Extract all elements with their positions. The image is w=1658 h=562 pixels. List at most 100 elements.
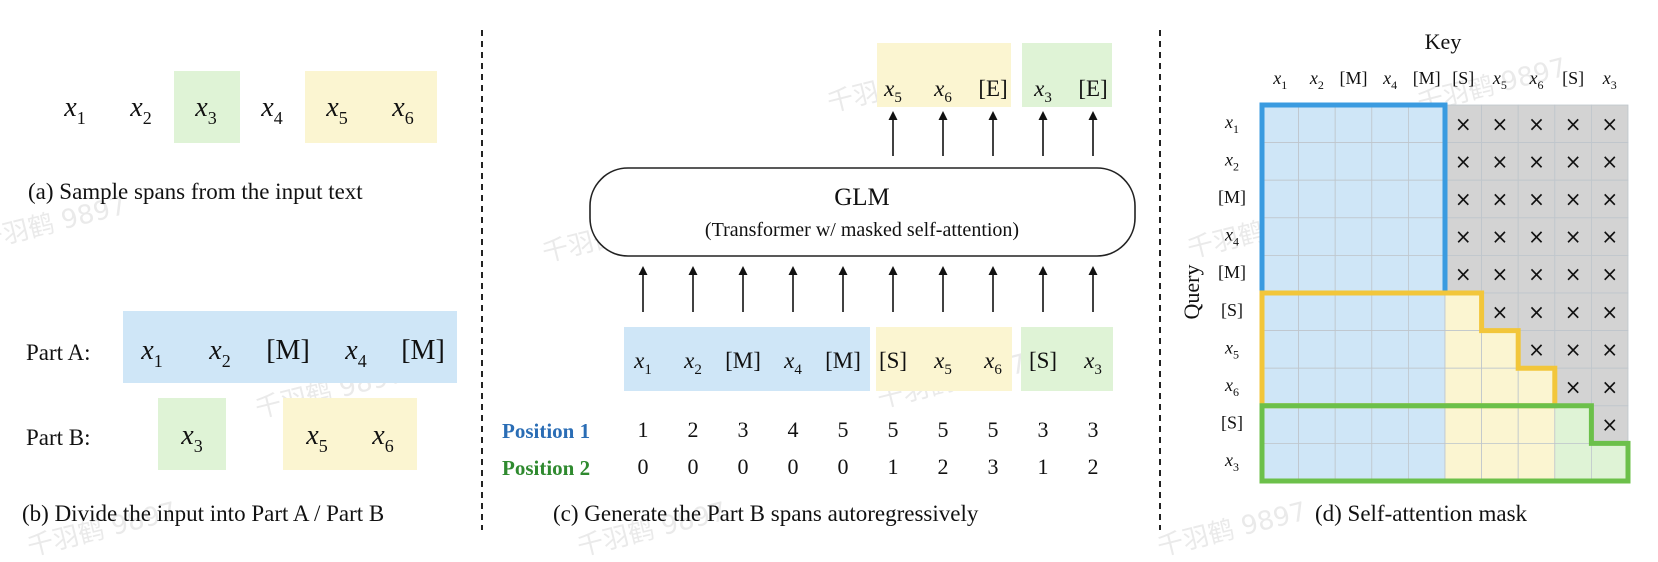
query-token-base: x <box>1224 149 1233 169</box>
mask-cell <box>1298 330 1336 369</box>
query-token-sub: 3 <box>1233 460 1239 474</box>
mask-cross: × <box>1455 225 1472 249</box>
input-token: x4 <box>783 348 802 378</box>
input-token-base: [M] <box>725 348 761 373</box>
part-a-token-sub: 2 <box>222 351 231 371</box>
input-token: x1 <box>633 348 652 378</box>
panel-a-token: x1 <box>63 92 85 128</box>
mask-cross: × <box>1528 112 1545 136</box>
mask-cross: × <box>1565 149 1582 173</box>
mask-cell <box>1481 179 1519 219</box>
key-token: [S] <box>1562 68 1584 88</box>
position2-value: 0 <box>788 454 799 479</box>
output-token: x3 <box>1033 76 1052 106</box>
mask-cell <box>1334 254 1373 294</box>
part-a-label: Part A: <box>26 340 91 365</box>
mask-cross: × <box>1601 225 1618 249</box>
mask-cross: × <box>1528 187 1545 211</box>
position2-value: 0 <box>688 454 699 479</box>
mask-cell <box>1591 217 1629 256</box>
panel-c-caption: (c) Generate the Part B spans autoregres… <box>553 501 979 526</box>
position1-value: 5 <box>888 417 899 442</box>
part-b-token-base: x <box>371 420 385 451</box>
mask-cell <box>1334 367 1373 407</box>
query-token-sub: 5 <box>1233 347 1239 361</box>
mask-cell <box>1408 217 1446 256</box>
mask-cell <box>1591 442 1629 482</box>
key-token-base: x <box>1602 68 1611 88</box>
mask-cross: × <box>1601 112 1618 136</box>
mask-cell <box>1261 405 1299 444</box>
position1-value: 4 <box>788 417 799 442</box>
panel-a-token-sub: 1 <box>77 108 86 128</box>
mask-cell <box>1261 367 1299 407</box>
key-token: x6 <box>1529 68 1544 92</box>
mask-cell <box>1261 142 1299 181</box>
mask-cell <box>1481 442 1519 482</box>
mask-cross: × <box>1492 149 1509 173</box>
output-token-base: x <box>1033 76 1045 101</box>
input-token: x6 <box>983 348 1002 378</box>
output-arrow <box>1088 111 1098 156</box>
part-b-span-highlight <box>349 398 417 470</box>
query-token: [S] <box>1221 300 1243 320</box>
query-token: [M] <box>1218 187 1246 207</box>
span2-attention-outline <box>1259 403 1631 484</box>
part-a-token: x4 <box>344 335 366 371</box>
key-token-sub: 1 <box>1281 78 1287 92</box>
part-a-token: [M] <box>266 335 310 366</box>
mask-cell <box>1591 179 1629 219</box>
mask-cross: × <box>1565 262 1582 286</box>
query-token: [M] <box>1218 262 1246 282</box>
mask-cross: × <box>1601 187 1618 211</box>
key-token: x4 <box>1382 68 1397 92</box>
panel-a-token-base: x <box>63 92 77 123</box>
output-token: [E] <box>978 76 1007 101</box>
mask-cell <box>1481 330 1519 369</box>
mask-cell <box>1261 330 1299 369</box>
input-token-sub: 6 <box>994 362 1002 378</box>
mask-cell <box>1591 104 1629 143</box>
key-token-sub: 2 <box>1318 78 1324 92</box>
mask-cell <box>1517 405 1556 444</box>
input-span-blue <box>624 327 870 391</box>
input-token: [S] <box>1029 348 1057 373</box>
mask-cell <box>1444 254 1482 294</box>
part-a-box <box>123 311 457 383</box>
mask-cell <box>1371 405 1409 444</box>
mask-cell <box>1334 179 1373 219</box>
query-token: x5 <box>1224 337 1239 361</box>
mask-cell <box>1517 292 1556 331</box>
mask-cross: × <box>1492 300 1509 324</box>
mask-cell <box>1517 254 1556 294</box>
part-a-token-base: x <box>140 335 154 366</box>
query-token: x2 <box>1224 149 1239 173</box>
mask-cell <box>1554 292 1592 331</box>
input-token-base: x <box>783 348 795 373</box>
mask-cross: × <box>1601 337 1618 361</box>
mask-cell <box>1298 179 1336 219</box>
mask-cell <box>1371 292 1409 331</box>
mask-cross: × <box>1601 375 1618 399</box>
panel-a-token-base: x <box>391 92 405 123</box>
input-token: [M] <box>825 348 861 373</box>
query-token-base: x <box>1224 375 1233 395</box>
output-arrow <box>888 111 898 156</box>
mask-cell <box>1554 330 1592 369</box>
key-token: x3 <box>1602 68 1617 92</box>
panel-a-token-sub: 2 <box>143 108 152 128</box>
input-token-base: x <box>933 348 945 373</box>
key-label: Key <box>1425 29 1462 54</box>
mask-cross: × <box>1601 413 1618 437</box>
output-token: x5 <box>883 76 902 106</box>
part-a-token-base: [M] <box>266 335 310 366</box>
mask-cell <box>1334 442 1373 482</box>
position2-value: 1 <box>888 454 899 479</box>
query-token: x6 <box>1224 375 1239 399</box>
query-token-sub: 2 <box>1233 159 1239 173</box>
mask-cell <box>1444 179 1482 219</box>
query-token: x1 <box>1224 112 1239 136</box>
query-token-base: x <box>1224 450 1233 470</box>
